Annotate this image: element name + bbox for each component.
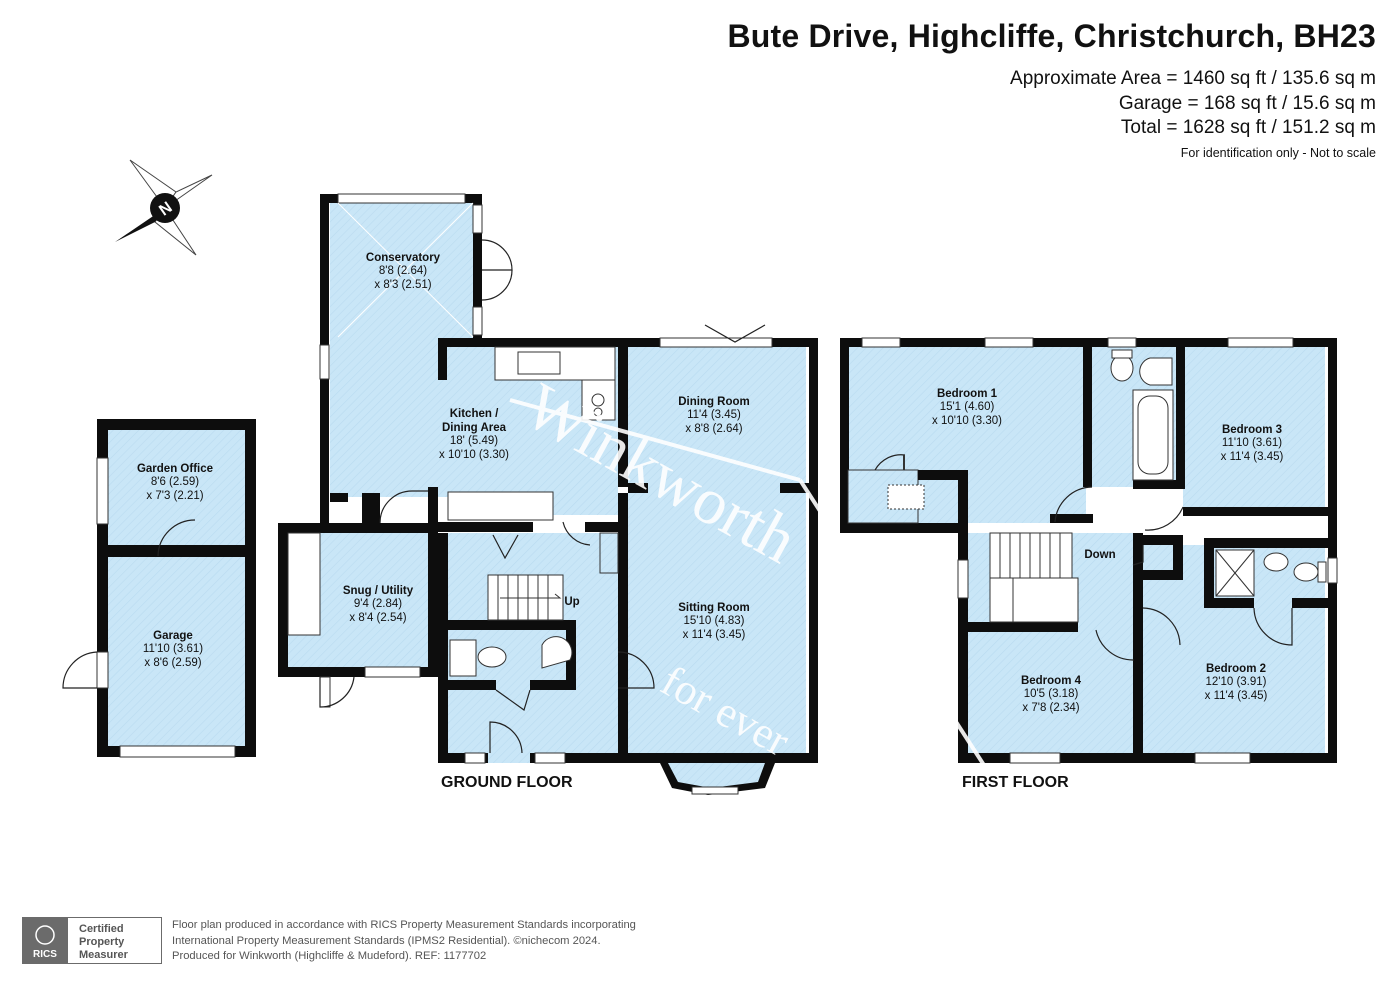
room-garden-office-dim2: x 7'3 (2.21): [146, 490, 203, 502]
badge-line2: Property: [79, 936, 125, 948]
room-snug-name: Snug / Utility: [343, 585, 414, 597]
ground-stairs: [487, 574, 564, 621]
room-dining-dim2: x 8'8 (2.64): [685, 423, 742, 435]
ground-floor: [278, 193, 818, 795]
first-floor: [840, 337, 1338, 764]
footer-text: Floor plan produced in accordance with R…: [172, 918, 636, 965]
first-floor-label: FIRST FLOOR: [962, 774, 1069, 791]
room-garage-dim1: 11'10 (3.61): [143, 643, 203, 655]
room-kitchen-dim2: x 10'10 (3.30): [439, 449, 509, 461]
room-conservatory-dim2: x 8'3 (2.51): [374, 279, 431, 291]
room-sitting-dim1: 15'10 (4.83): [683, 615, 744, 627]
badge-line3: Measurer: [79, 949, 129, 961]
room-garage-name: Garage: [153, 630, 193, 642]
footer-line3: Produced for Winkworth (Highcliffe & Mud…: [172, 950, 487, 962]
room-bedroom4-name: Bedroom 4: [1021, 675, 1082, 687]
badge-line1: Certified: [79, 923, 124, 935]
scale-disclaimer: For identification only - Not to scale: [1180, 146, 1376, 160]
room-garden-office-name: Garden Office: [137, 463, 213, 475]
rics-emblem-icon: [35, 925, 55, 945]
room-sitting-dim2: x 11'4 (3.45): [683, 629, 746, 641]
room-sitting-name: Sitting Room: [678, 602, 750, 614]
room-labels: Conservatory 8'8 (2.64) x 8'3 (2.51) Kit…: [137, 252, 1284, 714]
footer-line1: Floor plan produced in accordance with R…: [172, 919, 636, 931]
room-dining-name: Dining Room: [678, 396, 750, 408]
property-title: Bute Drive, Highcliffe, Christchurch, BH…: [727, 18, 1376, 54]
room-bedroom4-dim2: x 7'8 (2.34): [1022, 702, 1079, 714]
rics-brand: RICS: [33, 949, 57, 960]
room-conservatory-dim1: 8'8 (2.64): [379, 265, 427, 277]
compass-icon: N: [115, 159, 213, 256]
room-kitchen-dim1: 18' (5.49): [450, 435, 498, 447]
room-bedroom2-dim1: 12'10 (3.91): [1205, 676, 1266, 688]
total-area: Total = 1628 sq ft / 151.2 sq m: [1120, 117, 1376, 138]
room-bedroom2-name: Bedroom 2: [1206, 663, 1266, 675]
room-garden-office-dim1: 8'6 (2.59): [151, 476, 199, 488]
room-bedroom2-dim2: x 11'4 (3.45): [1205, 690, 1268, 702]
footer-line2: International Property Measurement Stand…: [172, 934, 601, 947]
room-kitchen-name1: Kitchen /: [450, 408, 499, 420]
garage-building: [62, 419, 256, 758]
ground-floor-label: GROUND FLOOR: [441, 774, 573, 791]
room-garage-dim2: x 8'6 (2.59): [144, 657, 201, 669]
room-dining-dim1: 11'4 (3.45): [687, 409, 741, 421]
approximate-area: Approximate Area = 1460 sq ft / 135.6 sq…: [1010, 68, 1376, 89]
room-bedroom3-dim1: 11'10 (3.61): [1222, 437, 1282, 449]
stairs-down-label: Down: [1084, 549, 1115, 561]
room-bedroom1-name: Bedroom 1: [937, 388, 998, 400]
garage-area: Garage = 168 sq ft / 15.6 sq m: [1118, 93, 1376, 114]
rics-certified-badge: RICS Certified Property Measurer: [22, 917, 162, 964]
stairs-up-label: Up: [564, 596, 579, 608]
room-bedroom4-dim1: 10'5 (3.18): [1024, 688, 1079, 700]
room-bedroom3-dim2: x 11'4 (3.45): [1221, 451, 1284, 463]
room-snug-dim1: 9'4 (2.84): [354, 598, 402, 610]
room-kitchen-name2: Dining Area: [442, 422, 507, 434]
room-snug-dim2: x 8'4 (2.54): [349, 612, 406, 624]
room-bedroom1-dim1: 15'1 (4.60): [940, 401, 995, 413]
room-bedroom1-dim2: x 10'10 (3.30): [932, 415, 1002, 427]
room-conservatory-name: Conservatory: [366, 252, 441, 264]
first-stairs: [989, 532, 1079, 623]
room-bedroom3-name: Bedroom 3: [1222, 424, 1282, 436]
